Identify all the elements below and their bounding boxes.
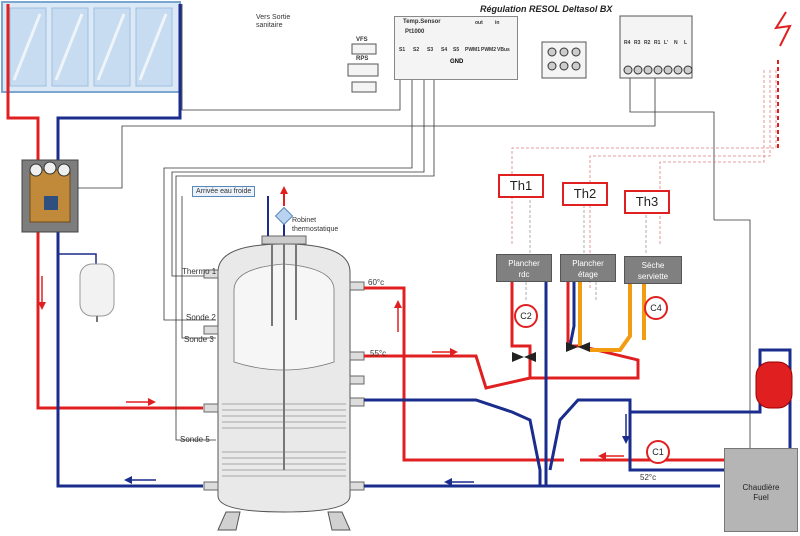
relay-r2: R2 — [644, 40, 651, 46]
mixing-valve-rdc — [512, 352, 536, 362]
relay-lprime: L' — [664, 40, 669, 46]
gnd-label: GND — [450, 59, 464, 65]
heating-cold-pipes — [364, 280, 792, 488]
sensor-header: Temp.Sensor — [403, 19, 441, 25]
boiler-fuel: Chaudière Fuel — [724, 448, 798, 532]
temp-55-label: 55°c — [370, 349, 387, 358]
emitter-plancher-etage: Plancher étage — [560, 254, 616, 282]
emitter-seche-serviette: Sèche serviette — [624, 256, 682, 284]
terminal-s2: S2 — [413, 47, 420, 53]
emitter-etage-line1: Plancher — [572, 259, 604, 268]
sonde2-label: Sonde 2 — [186, 313, 216, 322]
circulator-c4: C4 — [644, 296, 668, 320]
boiler-expansion-vessel — [755, 361, 793, 409]
emitter-plancher-rdc: Plancher rdc — [496, 254, 552, 282]
vers-sortie-label: Vers Sortie sanitaire — [256, 14, 291, 29]
mixing-valve-etage — [566, 342, 590, 352]
thermostat-th1: Th1 — [498, 174, 544, 198]
flow-arrows — [38, 276, 630, 486]
out-header: out — [475, 20, 483, 26]
power-supply-icon — [774, 11, 792, 150]
thermostat-th3: Th3 — [624, 190, 670, 214]
vfs-label: VFS — [356, 37, 368, 43]
diagram-title: Régulation RESOL Deltasol BX — [480, 4, 613, 14]
solar-panel — [1, 1, 181, 93]
emitter-seche-line1: Sèche — [641, 261, 665, 270]
temp-60-label: 60°c — [368, 278, 385, 287]
relay-r4: R4 — [624, 40, 631, 46]
terminal-s5: S5 — [453, 47, 460, 53]
emitter-rdc-line1: Plancher — [508, 259, 540, 268]
thermo1-label: Thermo 1 — [182, 267, 217, 276]
sensor-type: Pt1000 — [405, 29, 425, 35]
vfs-module — [347, 43, 379, 93]
sensor-wiring — [78, 4, 751, 448]
emitter-etage-line2: étage — [577, 270, 599, 279]
heating-hot-pipes — [364, 280, 724, 462]
emitter-rdc-line2: rdc — [518, 270, 530, 279]
towel-dryer-pipes — [578, 282, 646, 352]
expansion-link — [58, 253, 97, 264]
resol-controller: Temp.Sensor out in Pt1000 S1 S2 S3 S4 S5… — [394, 16, 518, 80]
robinet-label: Robinet thermostatique — [292, 217, 339, 233]
arrivee-eau-label: Arrivée eau froide — [192, 186, 256, 197]
boiler-line1: Chaudière — [742, 483, 780, 492]
circulator-c1: C1 — [646, 440, 670, 464]
relay-n: N — [674, 40, 678, 46]
emitter-seche-line2: serviette — [637, 272, 669, 281]
solar-pump-station — [21, 159, 79, 233]
sonde3-label: Sonde 3 — [184, 335, 214, 344]
solar-cold-pipe — [56, 4, 203, 488]
relay-l: L — [684, 40, 688, 46]
solar-expansion-vessel — [79, 263, 115, 322]
relay-r3: R3 — [634, 40, 641, 46]
storage-tank — [203, 235, 365, 531]
circulator-c2: C2 — [514, 304, 538, 328]
relay-terminal-block — [619, 15, 693, 79]
terminal-vbus: VBus — [497, 47, 510, 53]
solar-hot-pipe — [6, 4, 203, 410]
middle-terminal-block — [541, 41, 587, 79]
terminal-pwm1: PWM1 — [465, 47, 480, 53]
terminal-s4: S4 — [441, 47, 448, 53]
terminal-s3: S3 — [427, 47, 434, 53]
relay-r1: R1 — [654, 40, 661, 46]
in-header: in — [495, 20, 500, 26]
temp-52-label: 52°c — [640, 473, 657, 482]
terminal-pwm2: PWM2 — [481, 47, 496, 53]
rps-label: RPS — [356, 56, 369, 62]
terminal-s1: S1 — [399, 47, 406, 53]
sonde5-label: Sonde 5 — [180, 435, 210, 444]
boiler-line2: Fuel — [753, 493, 769, 502]
cold-water-inlet — [267, 186, 294, 236]
thermostat-th2: Th2 — [562, 182, 608, 206]
